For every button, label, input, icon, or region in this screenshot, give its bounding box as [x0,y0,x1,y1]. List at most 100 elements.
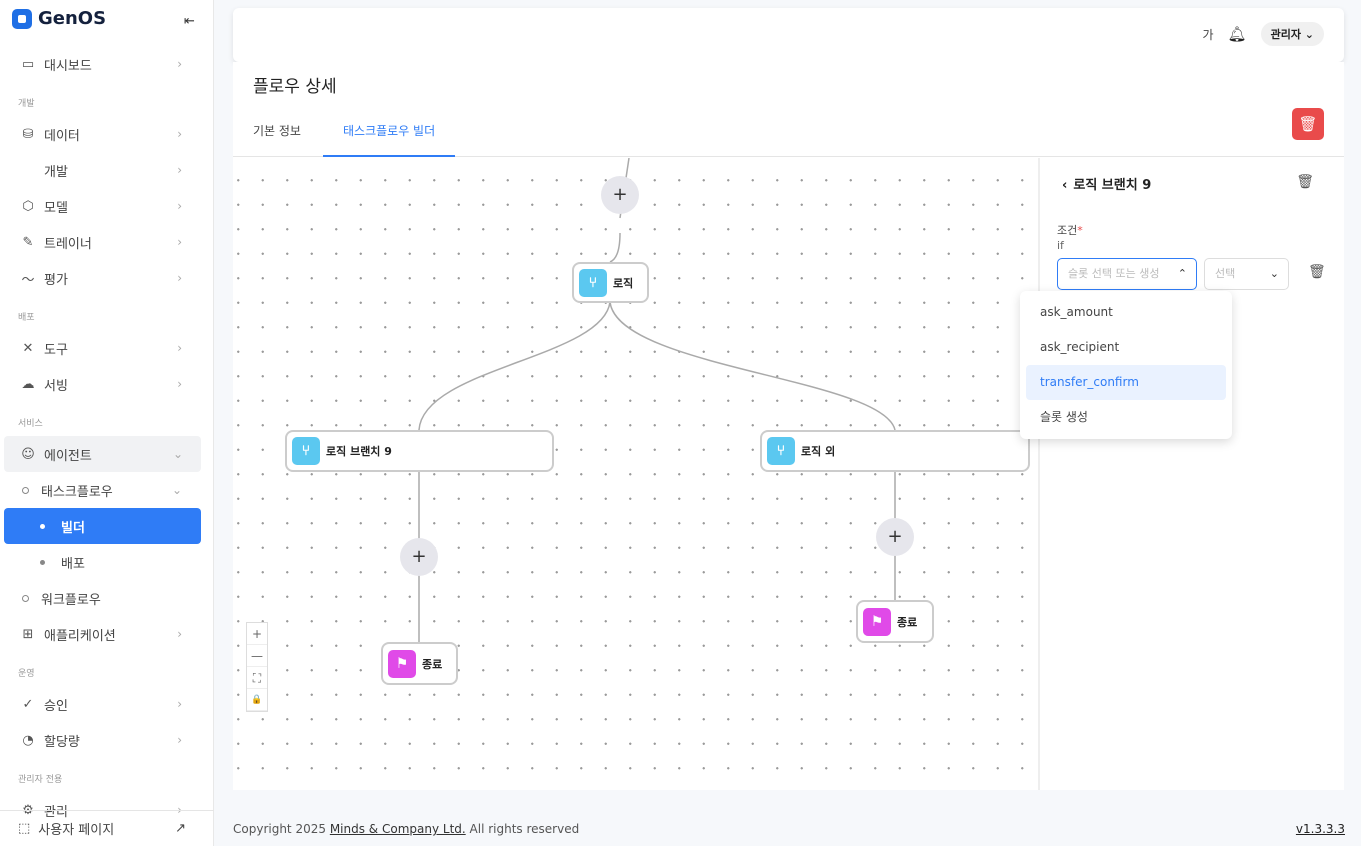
sidebar-item-label: 평가 [44,272,68,288]
sidebar-item[interactable]: 〜 평가 › [0,260,214,296]
sidebar-item-label: 애플리케이션 [44,628,116,644]
chevron-right-icon: › [177,163,182,177]
back-icon[interactable]: ‹ [1062,178,1068,193]
logic-branch-node[interactable]: ⑂로직 브랜치 9 [285,430,554,472]
end-node[interactable]: ⚑ 종료 [381,642,458,685]
collapse-sidebar-icon[interactable]: ⇤ [184,14,195,29]
genos-logo-icon [12,8,32,29]
sidebar-item-label: 빌더 [61,520,85,536]
sidebar-item-label: 트레이너 [44,236,92,252]
sidebar-item[interactable]: 개발› [0,152,214,188]
sidebar-item[interactable]: ✎트레이너› [0,224,214,260]
fit-view-button[interactable]: ⛶ [247,667,267,689]
delete-condition-icon[interactable]: 🗑︎ [1308,264,1326,280]
sidebar-item-label: 서빙 [44,378,68,394]
sidebar-item-label: 에이전트 [44,448,92,464]
chevron-right-icon: › [177,271,182,285]
panel-title: 로직 브랜치 9 [1073,178,1152,193]
chevron-right-icon: › [177,235,182,249]
cube-icon: ⬡ [22,198,34,214]
chevron-right-icon: › [177,733,182,747]
sidebar-item[interactable]: 배포 [0,544,214,580]
version-link[interactable]: v1.3.3.3 [1295,822,1345,836]
company-link[interactable]: Minds & Company Ltd. [329,822,466,836]
flag-icon: ⚑ [388,649,416,678]
chevron-right-icon: › [177,377,182,391]
chevron-down-icon: ⌄ [1269,267,1279,280]
operator-select[interactable]: 선택 ⌄ [1204,258,1289,290]
branch-icon: ⑂ [292,437,320,465]
tabs: 기본 정보 태스크플로우 빌더 [233,108,1344,157]
delete-node-icon[interactable]: 🗑︎ [1296,174,1314,190]
dropdown-option[interactable]: ask_amount [1040,305,1113,319]
chevron-right-icon: › [177,341,182,355]
slot-placeholder: 슬롯 선택 또는 생성 [1068,267,1160,280]
sidebar-item[interactable]: 워크플로우 [0,580,214,616]
sidebar-item[interactable]: ☺에이전트⌄ [4,436,201,472]
flag-icon: ⚑ [863,607,891,636]
flow-edges [418,158,896,643]
zoom-out-button[interactable]: — [247,645,267,667]
user-page-link[interactable]: ⬚사용자 페이지↗ [0,810,214,846]
sidebar-item[interactable]: 태스크플로우⌄ [0,472,214,508]
dropdown-option[interactable]: ask_recipient [1040,340,1120,354]
sidebar-item-label: 워크플로우 [41,592,101,608]
delete-flow-button[interactable]: 🗑︎ [1292,108,1324,140]
bell-icon[interactable]: 🔔︎ [1227,25,1247,43]
add-node-button[interactable]: + [876,518,914,556]
slot-select[interactable]: 슬롯 선택 또는 생성⌃ [1057,258,1197,290]
app-name: GenOS [38,8,107,29]
logic-node[interactable]: ⑂ 로직 [572,262,649,303]
sidebar-item[interactable]: ▭ 대시보드 › [0,46,214,82]
sidebar-section: 개발 [18,99,35,109]
sidebar-item[interactable]: 빌더 [4,508,201,544]
sidebar-item[interactable]: ⬡모델› [0,188,214,224]
sidebar-item[interactable]: ☁서빙› [0,366,214,402]
chevron-right-icon: › [177,627,182,641]
slot-dropdown: ask_amount ask_recipient transfer_confir… [1020,291,1232,439]
dot-icon [40,559,45,565]
zoom-in-button[interactable]: + [247,623,267,645]
branch-icon: ⑂ [579,268,607,297]
lock-button[interactable]: 🔒 [247,689,267,711]
language-toggle[interactable]: 가 [1202,27,1214,42]
apps-icon: ⊞ [22,626,34,642]
database-icon: ⛁ [22,126,34,142]
agent-icon: ☺ [21,446,35,462]
end-node[interactable]: ⚑ 종료 [856,600,934,643]
sidebar-section: 서비스 [18,419,43,429]
node-label: 종료 [897,615,918,629]
operator-placeholder: 선택 [1215,267,1236,280]
node-settings-panel: ‹로직 브랜치 9 🗑︎ 조건* if 슬롯 선택 또는 생성⌃ 선택⌄ 🗑︎ [1038,158,1344,790]
user-page-icon: ⬚ [18,821,31,836]
check-icon: ✓ [22,696,34,712]
sidebar-item[interactable]: ⊞ 애플리케이션 › [0,616,214,652]
chart-line-icon: 〜 [21,272,35,288]
chevron-right-icon: › [177,199,182,213]
logo[interactable]: GenOS [12,8,106,29]
create-slot-option[interactable]: 슬롯 생성 [1040,410,1088,424]
tab-basic-info[interactable]: 기본 정보 [253,124,301,138]
sidebar-item[interactable]: ⛁데이터› [0,116,214,152]
add-node-button[interactable]: + [400,538,438,576]
monitor-icon: ▭ [21,56,35,72]
dropdown-option[interactable]: transfer_confirm [1026,365,1226,400]
tab-taskflow-builder[interactable]: 태스크플로우 빌더 [323,108,456,157]
page-title: 플로우 상세 [253,77,337,97]
sidebar-item[interactable]: ✕도구› [0,330,214,366]
condition-label: 조건 [1057,224,1078,237]
edge [418,301,611,431]
node-label: 종료 [422,657,443,671]
sidebar-item[interactable]: ✓승인› [0,686,214,722]
node-label: 로직 [613,276,634,290]
logic-else-node[interactable]: ⑂로직 외 [760,430,1030,472]
sidebar-section: 배포 [18,313,35,323]
add-node-button[interactable]: + [601,176,639,214]
flow-canvas[interactable]: + ⑂로직 ⑂로직 브랜치 9 ⑂로직 외 + + ⚑종료 ⚑종료 + — ⛶ … [233,158,1036,790]
chevron-down-icon: ⌄ [171,483,182,497]
sidebar-item-label: 대시보드 [44,58,92,74]
user-menu[interactable]: 관리자 ⌄ [1260,22,1324,46]
sidebar-item[interactable]: ◔할당량› [0,722,214,758]
chevron-right-icon: › [177,57,182,71]
sidebar-item-label: 할당량 [44,734,80,750]
